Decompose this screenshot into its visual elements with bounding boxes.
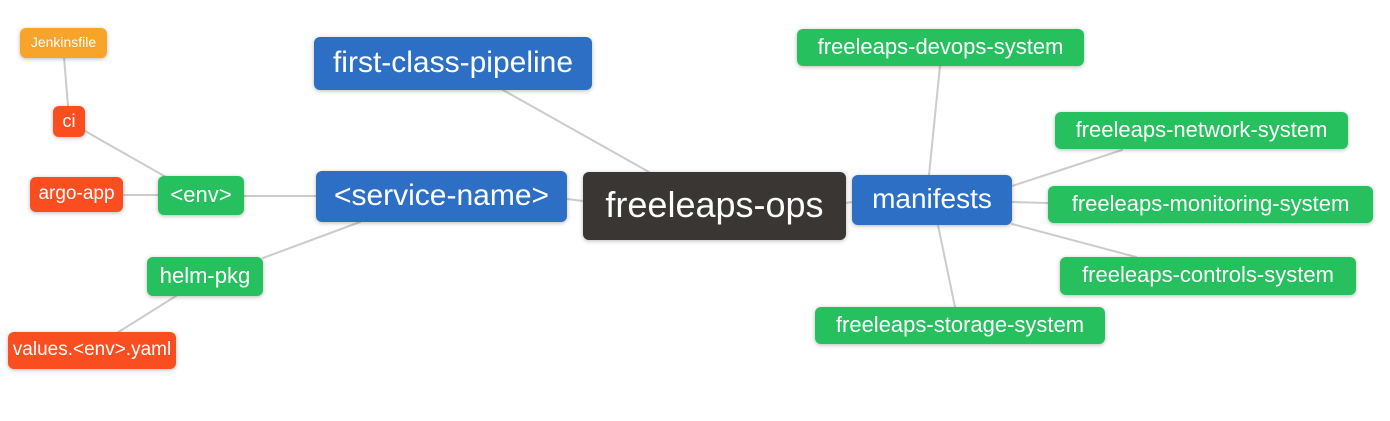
mindmap-node-first-class-pipeline[interactable]: first-class-pipeline <box>314 37 592 90</box>
edge-manifests-to-devops-system <box>928 65 941 176</box>
edge-manifests-to-storage-system <box>937 224 956 308</box>
mindmap-node-values-env-yaml[interactable]: values.<env>.yaml <box>8 332 176 369</box>
edge-ci-to-env <box>84 130 167 178</box>
mindmap-node-ci[interactable]: ci <box>53 106 85 137</box>
edge-manifests-to-controls-system <box>1011 223 1137 258</box>
mindmap-node-network-system[interactable]: freeleaps-network-system <box>1055 112 1348 149</box>
edge-service-name-to-helm-pkg <box>262 221 361 259</box>
edge-service-name-to-freeleaps-ops <box>566 198 584 202</box>
mindmap-node-helm-pkg[interactable]: helm-pkg <box>147 257 263 296</box>
mindmap-node-storage-system[interactable]: freeleaps-storage-system <box>815 307 1105 344</box>
mindmap-node-manifests[interactable]: manifests <box>852 175 1012 225</box>
edge-first-class-pipeline-to-freeleaps-ops <box>502 89 650 173</box>
mindmap-node-argo-app[interactable]: argo-app <box>30 177 123 212</box>
mindmap-node-service-name[interactable]: <service-name> <box>316 171 567 222</box>
edge-manifests-to-network-system <box>1011 149 1123 187</box>
mindmap-node-monitoring-system[interactable]: freeleaps-monitoring-system <box>1048 186 1373 223</box>
mindmap-node-devops-system[interactable]: freeleaps-devops-system <box>797 29 1084 66</box>
mindmap-node-freeleaps-ops[interactable]: freeleaps-ops <box>583 172 846 240</box>
edge-jenkinsfile-to-ci <box>63 56 69 107</box>
mindmap-node-env[interactable]: <env> <box>158 176 244 215</box>
edge-freeleaps-ops-to-manifests <box>845 201 853 204</box>
edge-manifests-to-monitoring-system <box>1011 201 1049 204</box>
mindmap-node-controls-system[interactable]: freeleaps-controls-system <box>1060 257 1356 295</box>
edge-helm-pkg-to-values-env-yaml <box>116 295 177 334</box>
mindmap-node-jenkinsfile[interactable]: Jenkinsfile <box>20 28 107 58</box>
